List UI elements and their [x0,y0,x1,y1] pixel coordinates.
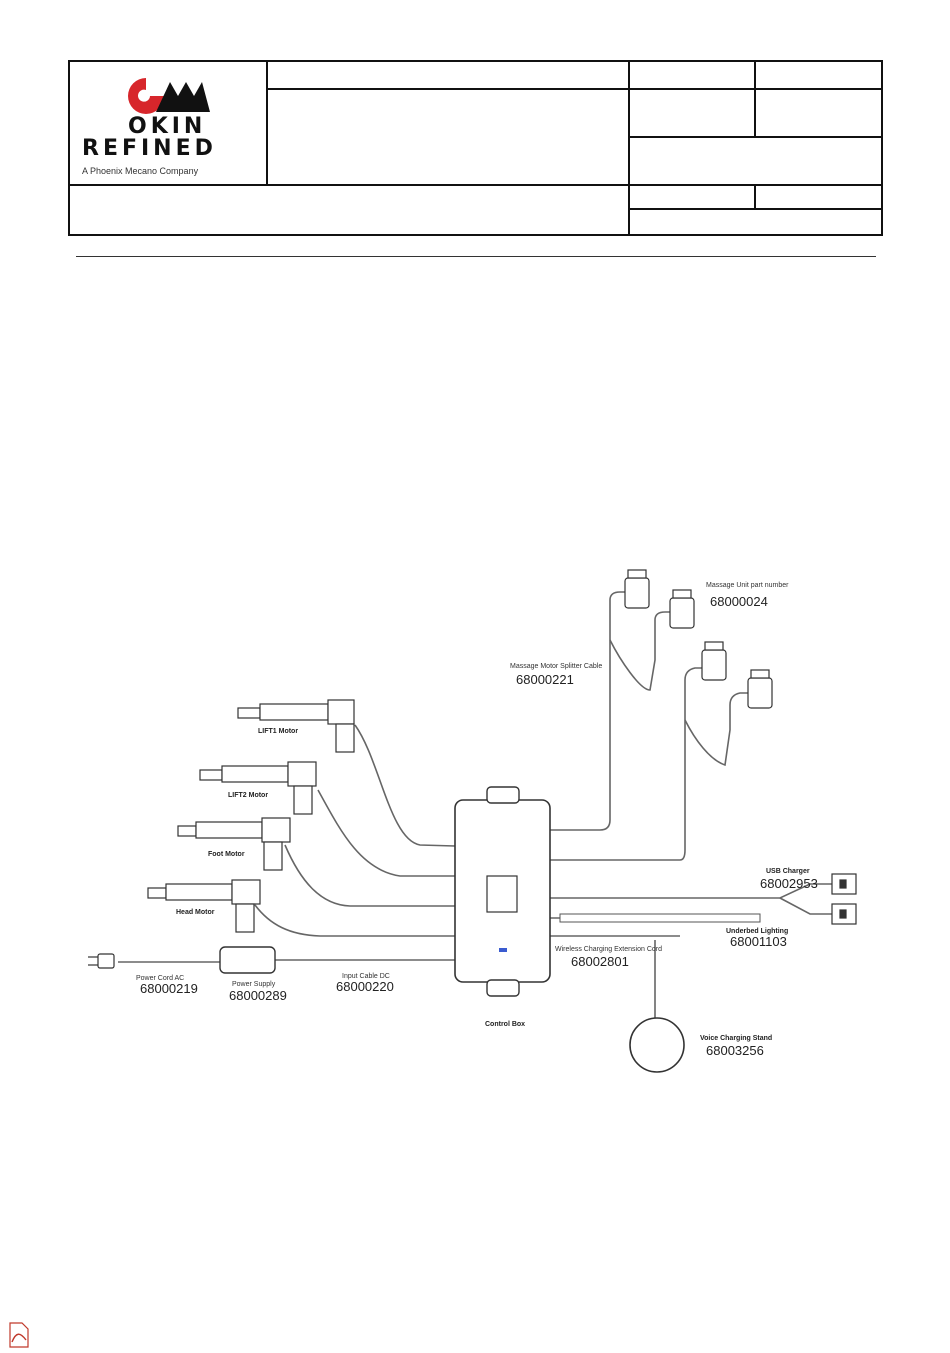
input-cable-part: 68000220 [336,979,394,994]
massage-unit-part: 68000024 [710,594,768,609]
info-cell-b [756,90,881,138]
power-supply-part: 68000289 [229,988,287,1003]
info-cell-d [630,186,756,210]
title-block: OKIN REFINED A Phoenix Mecano Company [68,60,883,236]
info-cell-a [630,90,756,138]
voice-stand-part: 68003256 [706,1043,764,1058]
head-motor-icon [147,879,261,933]
usb-charger-part: 68002953 [760,876,818,891]
brand-line1: OKIN [128,114,207,139]
lift2-motor-icon [199,761,317,815]
lift1-motor-label: LIFT1 Motor [258,728,298,735]
pdf-icon [9,1322,29,1348]
foot-motor-icon [177,817,291,871]
power-cord-label: Power Cord AC [136,975,184,982]
brand-line2: REFINED [82,136,217,161]
massage-unit-label: Massage Unit part number [706,582,789,589]
usb-charger-label: USB Charger [766,868,810,875]
power-plug-icon [88,953,115,969]
desc-cell [70,186,630,234]
power-supply-icon [219,946,276,974]
rev-cell-a [630,62,756,90]
underbed-lighting-label: Underbed Lighting [726,928,788,935]
okin-logo-mark-icon [128,78,210,114]
voice-stand-label: Voice Charging Stand [700,1035,772,1042]
info-cell-e [756,186,881,210]
title-cell-top [268,62,630,90]
control-box-label: Control Box [485,1021,525,1028]
wireless-ext-part: 68002801 [571,954,629,969]
title-cell-main [268,90,630,186]
usb-charger-icon [831,873,857,925]
massage-unit-icon [624,569,773,709]
logo-cell: OKIN REFINED A Phoenix Mecano Company [70,62,268,186]
head-motor-label: Head Motor [176,909,215,916]
massage-splitter-label: Massage Motor Splitter Cable [510,663,602,670]
lift2-motor-label: LIFT2 Motor [228,792,268,799]
header-rule [76,256,876,257]
power-supply-label: Power Supply [232,981,276,988]
underbed-lighting-part: 68001103 [730,934,787,949]
lift1-motor-icon [237,699,355,753]
power-cord-part: 68000219 [140,981,198,996]
wireless-ext-label: Wireless Charging Extension Cord [555,946,662,953]
voice-charging-stand-icon [629,1017,685,1073]
underbed-lighting-icon [559,913,761,923]
brand-tagline: A Phoenix Mecano Company [82,166,199,176]
control-box-panel [486,875,518,913]
massage-splitter-part: 68000221 [516,672,574,687]
info-cell-c [630,138,881,186]
input-cable-label: Input Cable DC [342,973,390,980]
rev-cell-b [756,62,881,90]
foot-motor-label: Foot Motor [208,851,245,858]
